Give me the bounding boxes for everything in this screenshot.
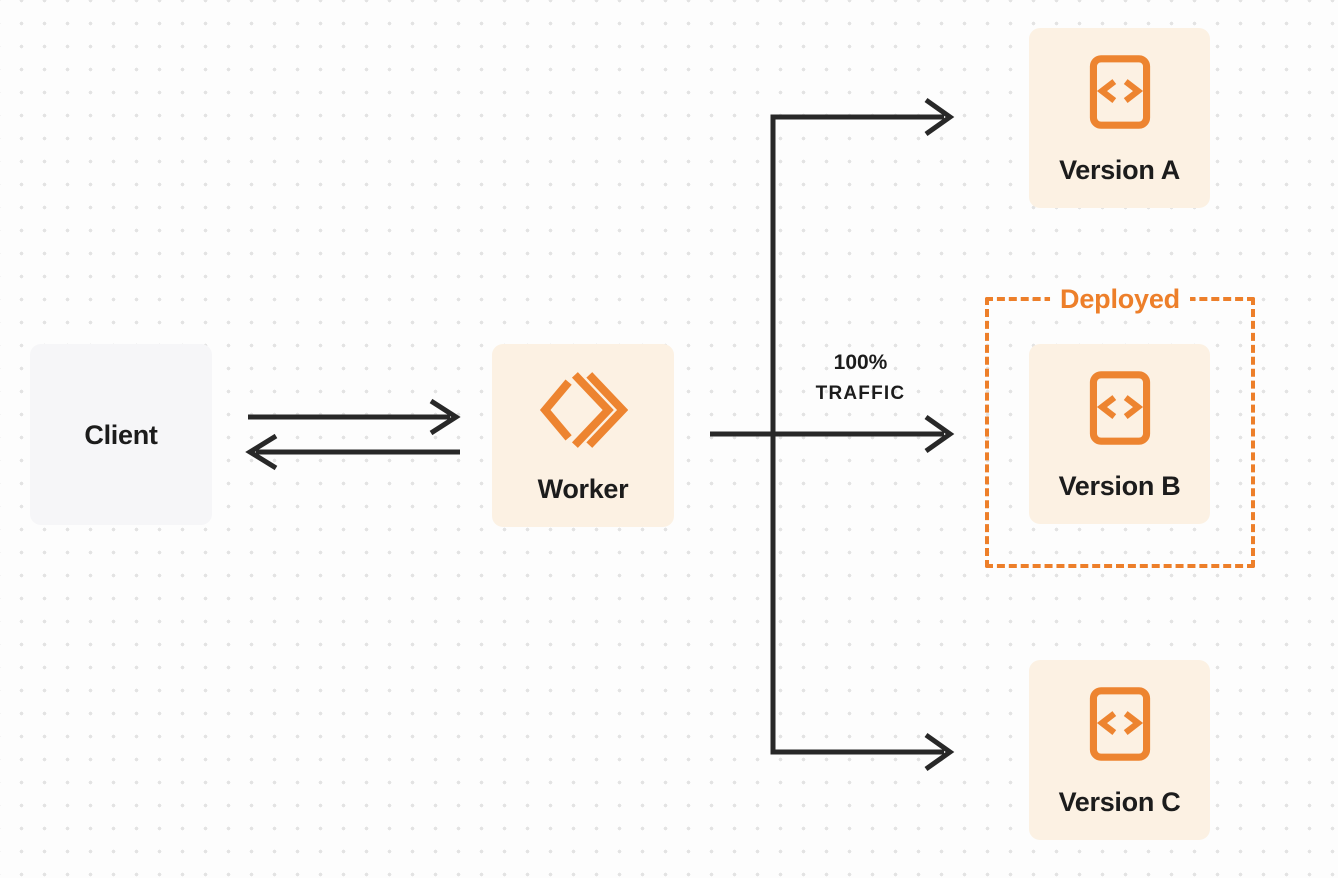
worker-to-client-arrowhead-icon: [245, 433, 278, 471]
version-a-label: Version A: [1059, 155, 1180, 185]
traffic-label: 100% TRAFFIC: [788, 351, 933, 406]
version-c-label: Version C: [1058, 787, 1181, 817]
code-file-icon: [1089, 55, 1151, 129]
client-node: Client: [30, 344, 212, 525]
client-to-worker-arrowhead-icon: [429, 398, 461, 436]
code-file-icon: [1089, 687, 1151, 761]
traffic-word-text: TRAFFIC: [815, 383, 906, 404]
worker-node: Worker: [492, 344, 674, 527]
version-b-node: Version B: [1029, 344, 1210, 524]
workers-chevrons-icon: [538, 370, 628, 450]
version-b-arrowhead-icon: [924, 414, 955, 454]
traffic-percent-text: 100%: [833, 351, 888, 374]
version-a-node: Version A: [1029, 28, 1210, 208]
deployed-group-box: Deployed: [985, 284, 1255, 568]
version-c-arrowhead-icon: [924, 732, 955, 772]
version-b-label: Version B: [1058, 471, 1181, 501]
worker-label: Worker: [537, 474, 629, 504]
client-label: Client: [84, 419, 158, 450]
deployed-label: Deployed: [1050, 284, 1190, 314]
code-file-icon: [1089, 371, 1151, 445]
version-c-node: Version C: [1029, 660, 1210, 840]
version-a-arrowhead-icon: [924, 97, 955, 137]
